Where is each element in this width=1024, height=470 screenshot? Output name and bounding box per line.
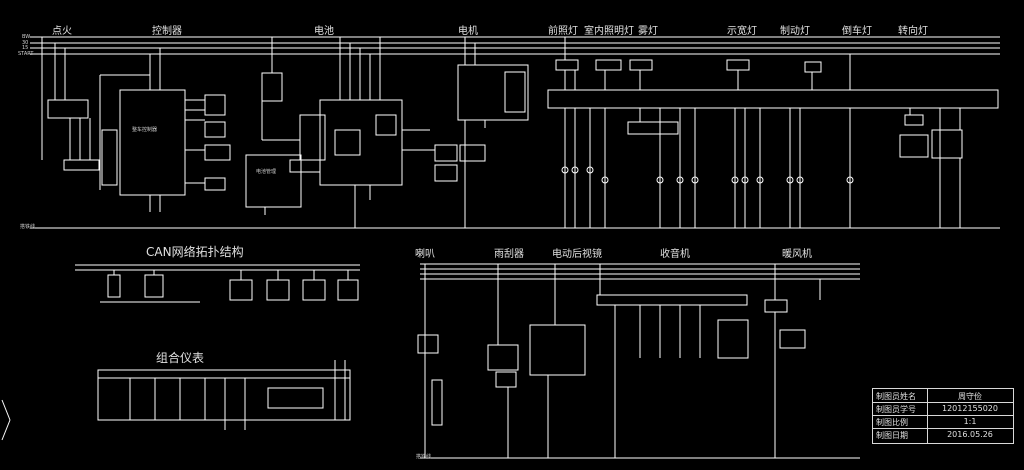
can-topology-title: CAN网络拓扑结构 <box>146 245 244 259</box>
label-headlight: 前照灯 <box>548 26 578 37</box>
motor-box <box>457 64 529 121</box>
title-value-scale: 1:1 <box>963 417 977 426</box>
title-block-divider <box>927 389 928 443</box>
controller-box-text: 整车控制器 <box>132 127 158 133</box>
title-key-scale: 制图比例 <box>876 418 908 427</box>
label-turn-light: 转向灯 <box>898 26 928 37</box>
bus-label-4: START <box>18 51 34 57</box>
title-block: 制图员姓名 周守俭 制图员学号 12012155020 制图比例 1:1 制图日… <box>872 388 1014 444</box>
label-radio: 收音机 <box>660 249 690 260</box>
title-row-id: 制图员学号 12012155020 <box>873 402 1013 416</box>
bus-label-3: 15 <box>22 45 29 51</box>
title-key-date: 制图日期 <box>876 431 908 440</box>
ground-label-bottom: 搭铁线 <box>416 454 432 460</box>
label-horn: 喇叭 <box>415 249 435 260</box>
label-heater: 暖风机 <box>782 249 812 260</box>
title-row-scale: 制图比例 1:1 <box>873 415 1013 429</box>
label-ignition: 点火 <box>52 26 72 37</box>
title-row-name: 制图员姓名 周守俭 <box>873 389 1013 403</box>
ground-label-top: 搭铁线 <box>20 224 36 230</box>
label-controller: 控制器 <box>152 26 182 37</box>
title-value-name: 周守俭 <box>958 392 982 401</box>
label-motor: 电机 <box>458 26 478 37</box>
label-reverse-light: 倒车灯 <box>842 26 872 37</box>
vehicle-controller-box <box>119 89 186 196</box>
cluster-title: 组合仪表 <box>156 351 205 365</box>
cluster-box <box>97 369 351 421</box>
title-value-date: 2016.05.26 <box>947 430 993 439</box>
title-row-date: 制图日期 2016.05.26 <box>873 428 1013 441</box>
label-interior-light: 室内照明灯 <box>584 26 634 37</box>
bus-label-1: BW <box>22 34 31 40</box>
title-key-id: 制图员学号 <box>876 405 916 414</box>
label-fog-light: 雾灯 <box>638 26 658 37</box>
label-wiper: 雨刮器 <box>494 249 524 260</box>
title-key-name: 制图员姓名 <box>876 392 916 401</box>
battery-management-box <box>245 154 302 208</box>
battery-box-text: 电池管理 <box>256 169 277 175</box>
label-indicator-light: 示宽灯 <box>727 26 757 37</box>
title-value-id: 12012155020 <box>942 404 998 413</box>
label-battery: 电池 <box>314 26 334 37</box>
label-mirror: 电动后视镜 <box>552 249 602 260</box>
lights-harness-box <box>547 89 999 109</box>
label-brake-light: 制动灯 <box>780 26 810 37</box>
bus-label-2: 30 <box>22 40 29 46</box>
